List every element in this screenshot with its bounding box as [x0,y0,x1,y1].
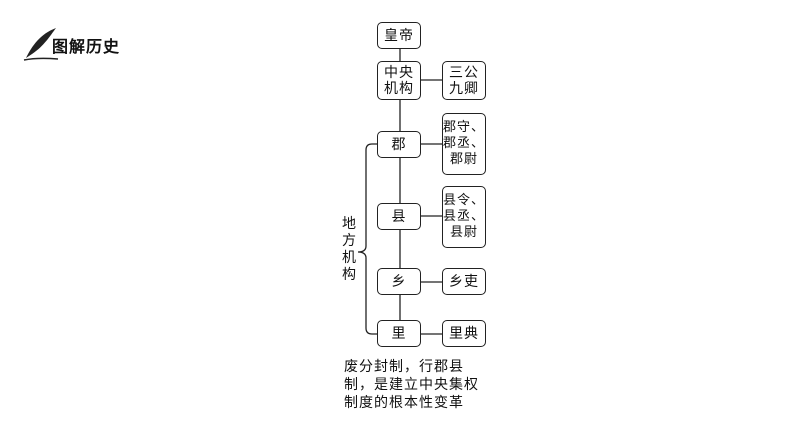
quill-pen-icon [23,28,59,61]
header-title: 图解历史 [52,37,121,56]
level-jun-box: 郡 [377,131,421,158]
level-xian-officials-box: 县令、 县丞、 县尉 [442,186,486,248]
central-institution-box: 中央 机构 [377,61,421,100]
level-li-box: 里 [377,320,421,347]
level-xiang-box: 乡 [377,268,421,295]
level-li-officials-box: 里典 [442,320,486,347]
local-institution-label: 地方机构 [342,216,356,283]
header-logo: 图解历史 [22,26,142,62]
summary-note: 废分封制，行郡县制，是建立中央集权制度的根本性变革 [344,359,479,411]
level-xiang-officials-box: 乡吏 [442,268,486,295]
central-officials-box: 三公 九卿 [442,61,486,100]
level-jun-officials-box: 郡守、 郡丞、 郡尉 [442,113,486,175]
level-xian-box: 县 [377,203,421,230]
emperor-box: 皇帝 [377,22,421,49]
local-brace [357,143,377,335]
